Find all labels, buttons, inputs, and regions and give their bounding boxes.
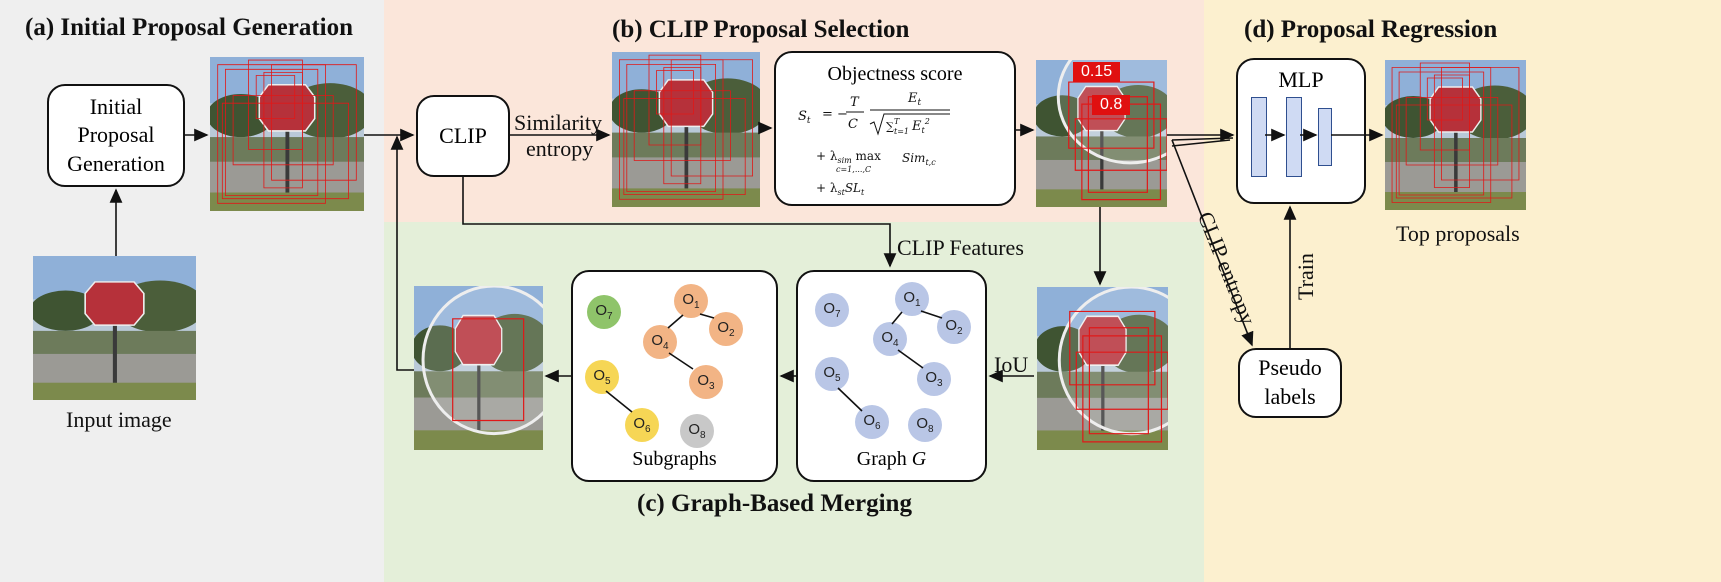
merged-proposals-image — [414, 286, 543, 450]
similarity-entropy-label: Similarity entropy — [514, 110, 602, 163]
mlp-layer-1 — [1251, 97, 1267, 177]
initial-proposal-line-2: Proposal — [77, 122, 155, 148]
svg-text:T: T — [894, 117, 900, 126]
subgraphs-caption: Subgraphs — [632, 448, 717, 470]
svg-text:C: C — [848, 117, 858, 132]
section-c-title: (c) Graph-Based Merging — [637, 490, 912, 517]
graph-node-o1: O1 — [895, 282, 929, 316]
subgraph-node-o4: O4 — [643, 325, 677, 359]
graph-caption-var: G — [911, 448, 927, 470]
svg-text:+ λsim max: + λsim max — [816, 149, 881, 165]
initial-proposals-image — [210, 57, 364, 211]
graph-node-o8: O8 — [908, 408, 942, 442]
svg-text:t=1: t=1 — [894, 127, 909, 136]
subgraph-node-o8: O8 — [680, 414, 714, 448]
graph-node-o6: O6 — [855, 405, 889, 439]
objectness-score-box: Objectness score — [774, 51, 1016, 206]
pseudo-labels-line-2: labels — [1264, 384, 1316, 409]
arrow-clip-entropy — [1171, 139, 1254, 347]
graph-caption: Graph G — [857, 446, 926, 472]
clip-input-proposals-image — [612, 52, 760, 207]
score-tag-high: 0.8 — [1092, 95, 1131, 115]
pseudo-labels-line-1: Pseudo — [1258, 355, 1322, 381]
subgraph-node-o1: O1 — [674, 284, 708, 318]
svg-text:= −: = − — [822, 107, 848, 122]
initial-proposal-line-1: Initial — [89, 93, 143, 119]
graph-caption-text: Graph — [856, 448, 912, 470]
top-proposals-label: Top proposals — [1396, 221, 1520, 246]
mlp-layer-3 — [1318, 108, 1332, 166]
svg-text:+ λstSLt: + λstSLt — [816, 181, 865, 197]
graph-node-o5: O5 — [815, 357, 849, 391]
section-d-title: (d) Proposal Regression — [1244, 16, 1498, 43]
subgraph-node-o7: O7 — [587, 295, 621, 329]
top-proposals-image — [1385, 60, 1526, 210]
graph-node-o2: O2 — [937, 310, 971, 344]
iou-proposals-image — [1037, 287, 1168, 450]
graph-node-o7: O7 — [815, 293, 849, 327]
clip-box-label: CLIP — [439, 122, 487, 148]
initial-proposal-line-3: Generation — [67, 150, 165, 176]
similarity-label-line-1: Similarity — [514, 110, 602, 135]
mlp-layer-2 — [1286, 97, 1302, 177]
subgraph-node-o2: O2 — [709, 312, 743, 346]
subgraph-node-o6: O6 — [625, 408, 659, 442]
clip-features-label: CLIP Features — [897, 235, 1024, 260]
mlp-label: MLP — [1278, 67, 1324, 92]
score-tag-low: 0.15 — [1073, 62, 1121, 82]
initial-proposal-generation-box: Initial Proposal Generation — [47, 84, 185, 187]
svg-text:T: T — [850, 95, 860, 110]
similarity-label-line-2: entropy — [526, 136, 594, 162]
graph-node-o4: O4 — [873, 322, 907, 356]
arrow-clip-features — [462, 177, 897, 268]
svg-text:∑: ∑ — [886, 120, 894, 133]
section-b-title: (b) CLIP Proposal Selection — [612, 16, 910, 43]
objectness-formula: St = − T C Et ∑ T t=1 Et2 + λsim max c=1… — [798, 91, 950, 197]
subgraph-node-o5: O5 — [585, 360, 619, 394]
subgraph-node-o3: O3 — [689, 365, 723, 399]
clip-box: CLIP — [416, 95, 510, 177]
input-image — [33, 256, 196, 400]
section-a-title: (a) Initial Proposal Generation — [25, 14, 354, 41]
svg-text:c=1,...,C: c=1,...,C — [836, 165, 871, 174]
objectness-score-title: Objectness score — [827, 63, 963, 85]
pseudo-labels-box: Pseudo labels — [1238, 348, 1342, 418]
arrow-merged-to-clip — [390, 135, 414, 371]
input-image-label: Input image — [66, 407, 172, 432]
